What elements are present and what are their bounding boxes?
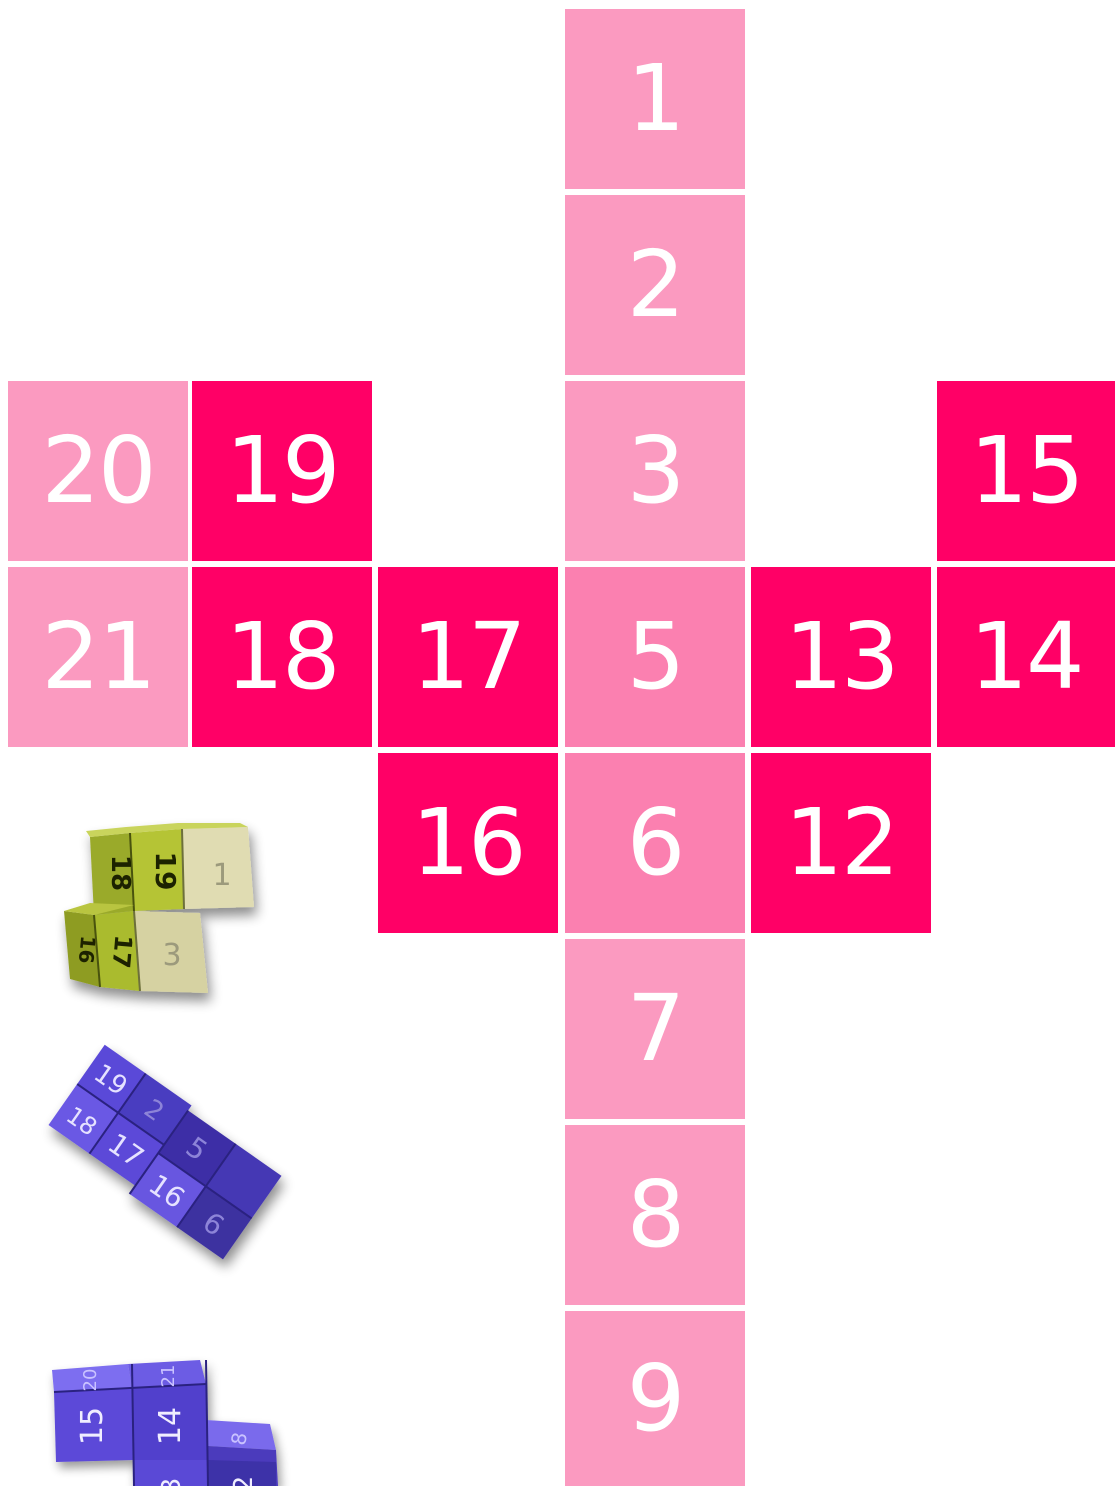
net-tile-18: 18 xyxy=(192,567,372,747)
net-tile-15: 15 xyxy=(937,381,1115,561)
cube-face-label: 1 xyxy=(212,858,231,893)
net-tile-5: 5 xyxy=(565,567,745,747)
cube-face-label: 21 xyxy=(158,1365,179,1388)
net-tile-13: 13 xyxy=(751,567,931,747)
tile-label: 3 xyxy=(627,425,684,517)
tile-label: 7 xyxy=(627,983,684,1075)
cube-face-label: 17 xyxy=(107,934,138,970)
tile-label: 6 xyxy=(627,797,684,889)
net-tile-17: 17 xyxy=(378,567,558,747)
tile-label: 8 xyxy=(627,1169,684,1261)
tile-label: 13 xyxy=(784,611,897,703)
tile-label: 19 xyxy=(225,425,338,517)
tile-label: 14 xyxy=(969,611,1082,703)
net-tile-16: 16 xyxy=(378,753,558,933)
tile-label: 16 xyxy=(411,797,524,889)
net-tile-19: 19 xyxy=(192,381,372,561)
tile-label: 18 xyxy=(225,611,338,703)
net-tile-3: 3 xyxy=(565,381,745,561)
tile-label: 9 xyxy=(627,1353,684,1445)
cube-face-label: 18 xyxy=(105,855,135,891)
cube-face-label: 15 xyxy=(75,1407,110,1445)
cube-face-label: 3 xyxy=(162,938,181,973)
tile-label: 15 xyxy=(969,425,1082,517)
cube-face-label: 20 xyxy=(80,1369,101,1392)
net-tile-1: 1 xyxy=(565,9,745,189)
purple-folded-cube-photo: 19 2 18 17 5 16 6 xyxy=(20,1060,300,1290)
net-tile-8: 8 xyxy=(565,1125,745,1305)
net-tile-14: 14 xyxy=(937,567,1115,747)
net-tile-7: 7 xyxy=(565,939,745,1119)
net-tile-2: 2 xyxy=(565,195,745,375)
cube-face-label: 14 xyxy=(153,1407,188,1445)
green-folded-cube-photo: 18 19 1 16 17 3 xyxy=(50,815,280,1005)
net-tile-6: 6 xyxy=(565,753,745,933)
tile-label: 2 xyxy=(627,239,684,331)
net-tile-9: 9 xyxy=(565,1311,745,1486)
net-tile-21: 21 xyxy=(8,567,188,747)
purple-folded-cube-photo: 15 20 14 21 8 3 2 xyxy=(40,1350,290,1486)
tile-label: 1 xyxy=(627,53,684,145)
tile-label: 21 xyxy=(41,611,154,703)
tile-label: 20 xyxy=(41,425,154,517)
cube-face-label: 3 xyxy=(157,1478,187,1486)
cube-face-label: 2 xyxy=(229,1476,259,1486)
tile-label: 12 xyxy=(784,797,897,889)
tile-label: 5 xyxy=(627,611,684,703)
cube-face-label: 19 xyxy=(149,852,182,891)
net-tile-12: 12 xyxy=(751,753,931,933)
tile-label: 17 xyxy=(411,611,524,703)
net-tile-20: 20 xyxy=(8,381,188,561)
cube-face-label: 16 xyxy=(74,935,100,965)
